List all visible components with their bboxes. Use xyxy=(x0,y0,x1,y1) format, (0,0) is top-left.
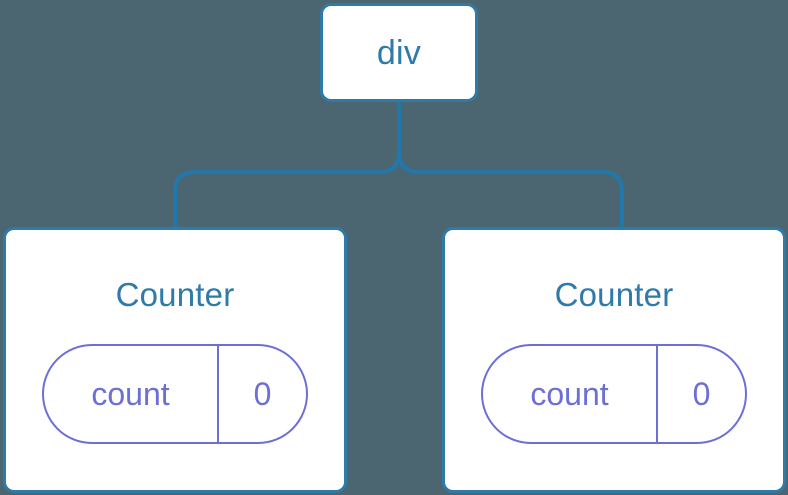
node-counter-1[interactable]: Counter count 0 xyxy=(442,227,786,493)
node-counter-0[interactable]: Counter count 0 xyxy=(3,227,347,493)
state-value-0: 0 xyxy=(253,376,272,412)
state-pill-0[interactable]: count 0 xyxy=(42,344,308,444)
connector-branch-left xyxy=(173,151,401,228)
state-value-1: 0 xyxy=(692,376,711,412)
connector-branch-right xyxy=(397,151,624,228)
node-div-label: div xyxy=(376,33,422,72)
state-key-1: count xyxy=(483,346,658,442)
node-div[interactable]: div xyxy=(320,3,478,102)
node-counter-1-title: Counter xyxy=(554,276,674,313)
state-pill-1[interactable]: count 0 xyxy=(481,344,747,444)
state-key-0: count xyxy=(44,346,219,442)
node-counter-0-title: Counter xyxy=(115,276,235,313)
